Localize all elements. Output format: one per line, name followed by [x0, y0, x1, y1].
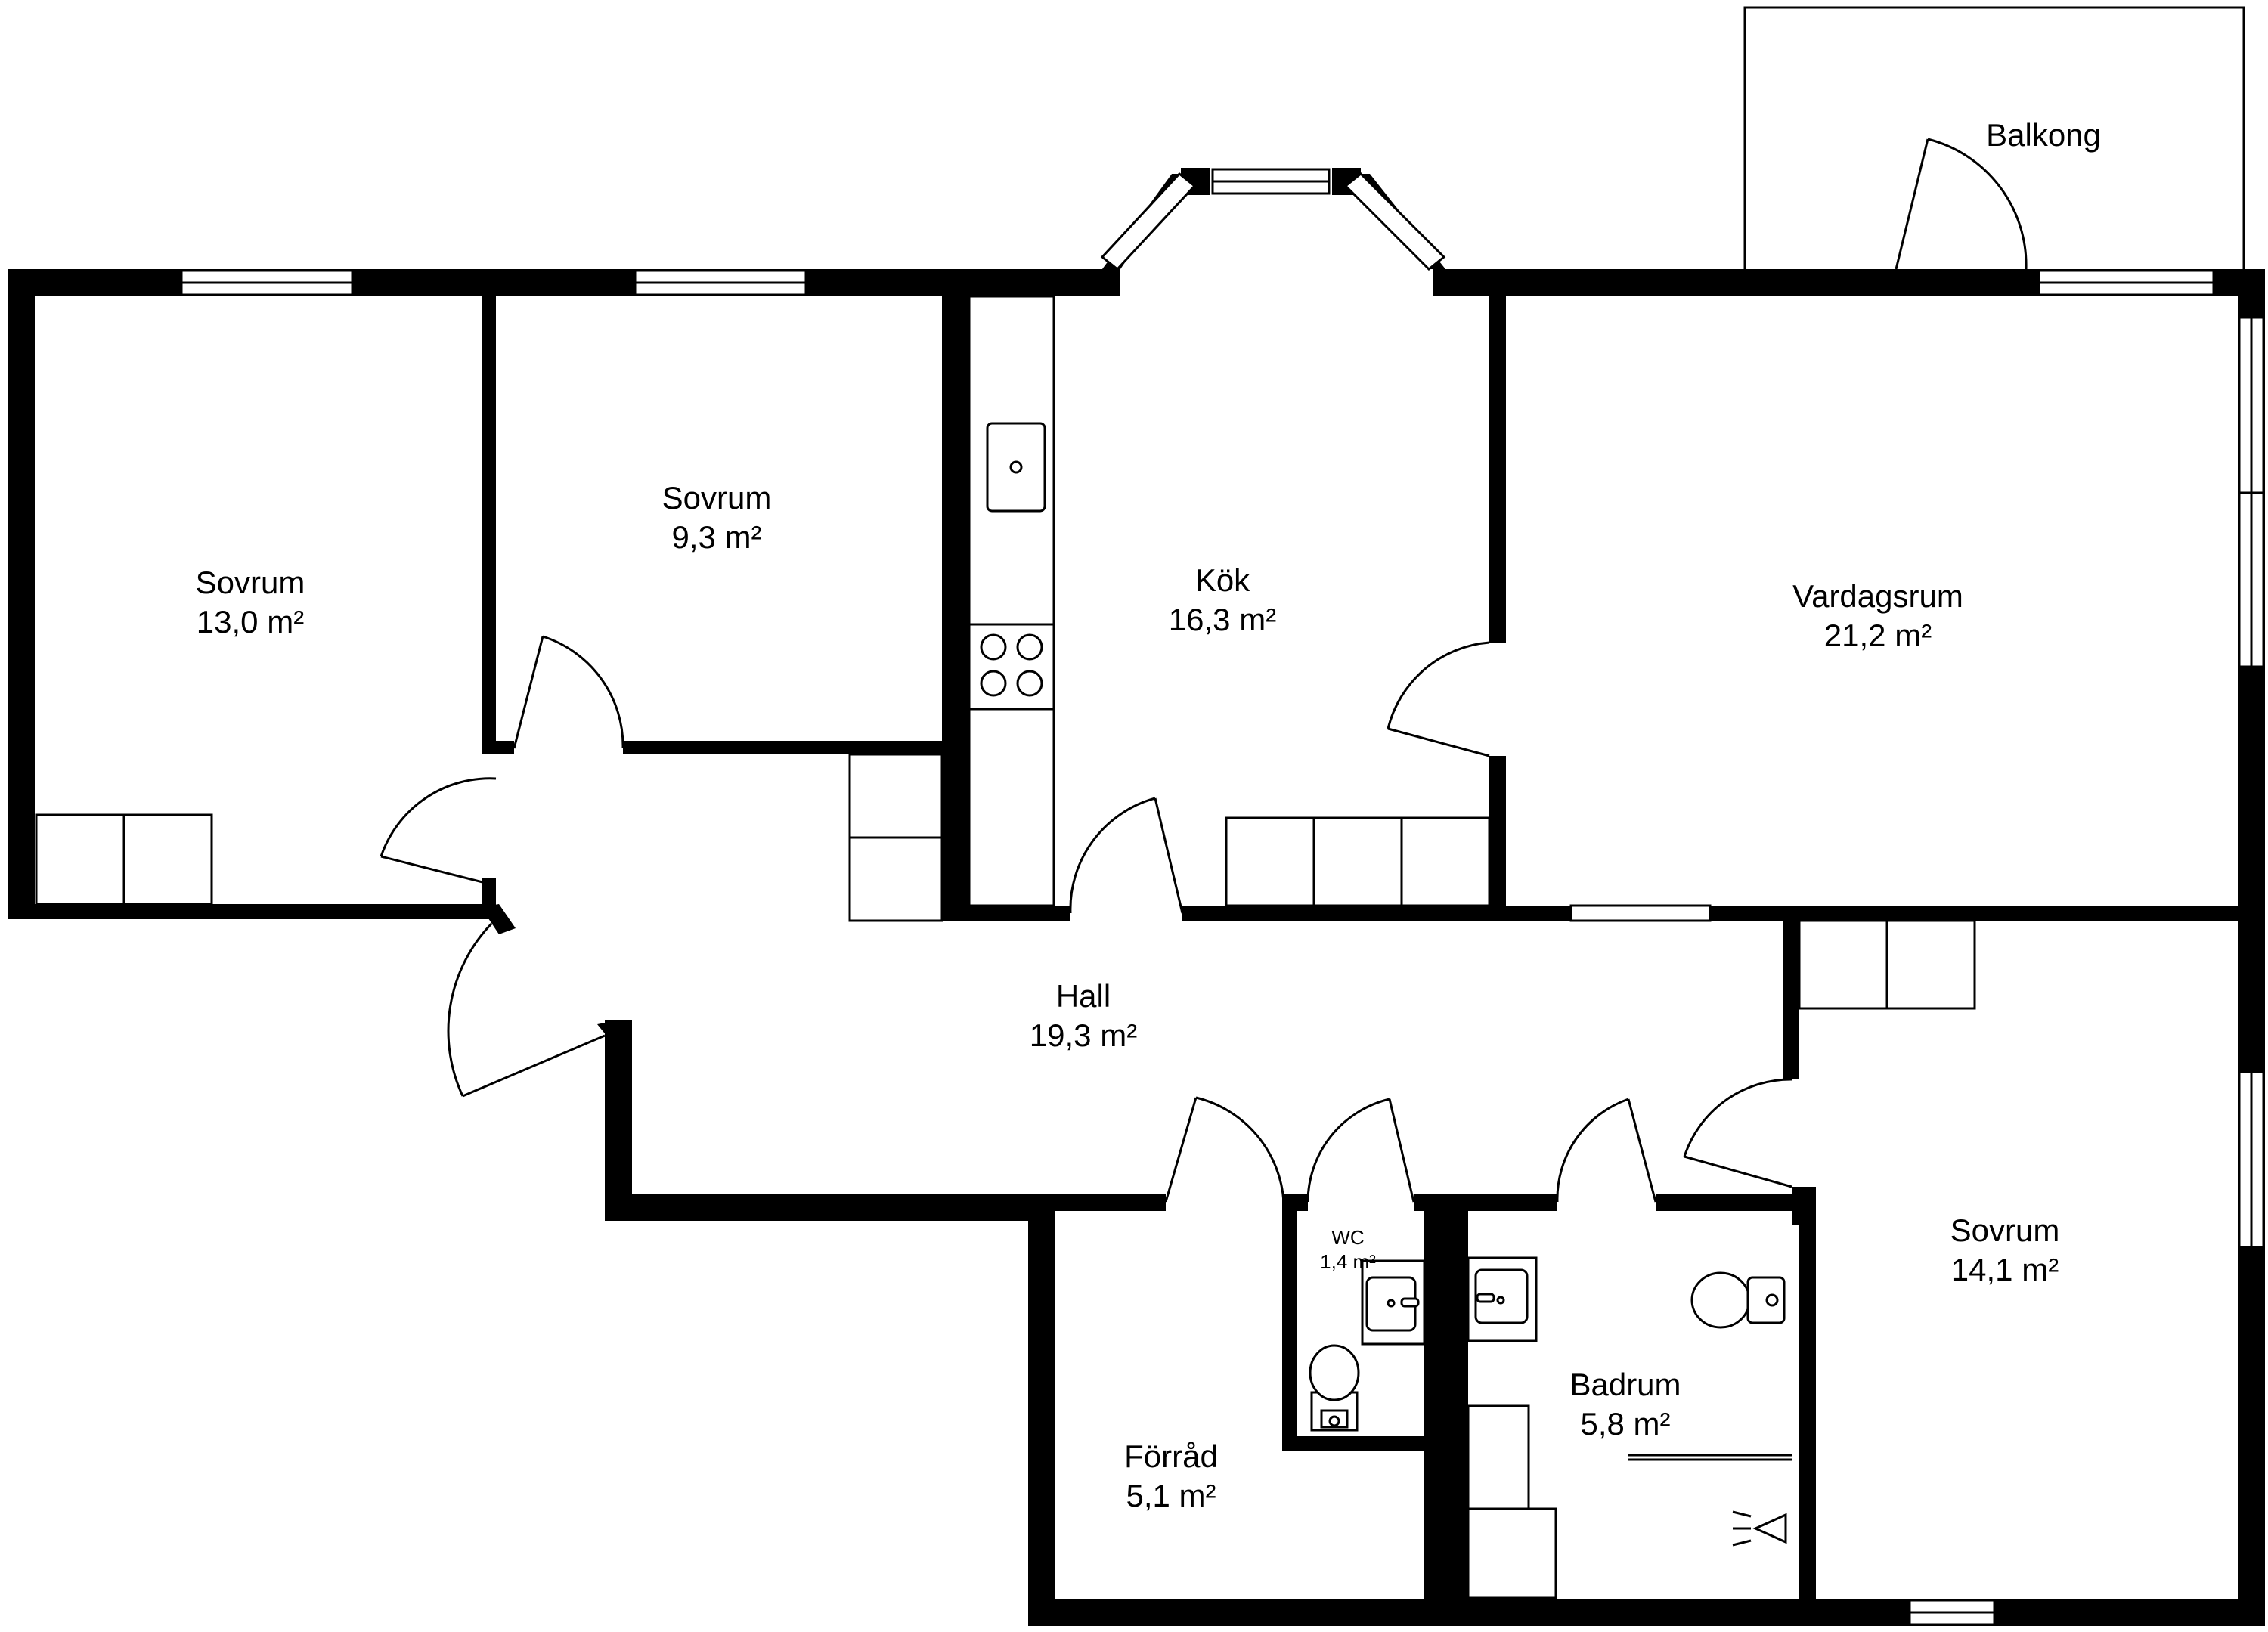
room-label-sovrum-east: Sovrum 14,1 m²: [1950, 1212, 2060, 1287]
room-label-hall: Hall 19,3 m²: [1030, 978, 1137, 1053]
room-name: Balkong: [1986, 117, 2101, 153]
room-label-sovrum-north: Sovrum 9,3 m²: [662, 480, 772, 555]
room-name: Badrum: [1569, 1367, 1681, 1402]
room-area: 1,4 m²: [1320, 1250, 1376, 1273]
room-name: Sovrum: [662, 480, 772, 516]
room-label-sovrum-west: Sovrum 13,0 m²: [196, 565, 305, 639]
room-area: 14,1 m²: [1951, 1252, 2059, 1287]
room-area: 19,3 m²: [1030, 1017, 1137, 1053]
exterior-walls: [8, 168, 2265, 1626]
room-label-vardagsrum: Vardagsrum 21,2 m²: [1792, 578, 1963, 653]
doors: [380, 138, 2040, 1203]
room-label-badrum: Badrum 5,8 m²: [1569, 1367, 1681, 1442]
room-area: 5,8 m²: [1580, 1406, 1670, 1442]
room-label-wc: WC 1,4 m²: [1320, 1226, 1376, 1273]
room-area: 5,1 m²: [1126, 1478, 1216, 1513]
bathroom-fixtures: [1467, 1256, 1792, 1599]
windows: [180, 168, 2265, 1626]
balcony-outline: [1743, 6, 2245, 269]
room-label-balkong: Balkong: [1986, 117, 2101, 153]
room-name: Vardagsrum: [1792, 578, 1963, 614]
room-area: 13,0 m²: [197, 604, 304, 639]
wardrobes: [35, 753, 1976, 1010]
room-area: 16,3 m²: [1169, 602, 1276, 637]
room-label-kok: Kök 16,3 m²: [1169, 562, 1276, 637]
room-name: Kök: [1195, 562, 1250, 598]
room-name: WC: [1331, 1226, 1364, 1249]
wc-fixtures: [1309, 1259, 1426, 1432]
room-name: Hall: [1056, 978, 1111, 1014]
kitchen-fixtures: [968, 295, 1491, 907]
room-name: Sovrum: [196, 565, 305, 600]
interior-walls: [482, 296, 2265, 1625]
room-name: Förråd: [1124, 1438, 1218, 1474]
room-label-forrad: Förråd 5,1 m²: [1124, 1438, 1218, 1513]
room-name: Sovrum: [1950, 1212, 2060, 1248]
room-area: 9,3 m²: [671, 519, 761, 555]
room-area: 21,2 m²: [1824, 618, 1932, 653]
